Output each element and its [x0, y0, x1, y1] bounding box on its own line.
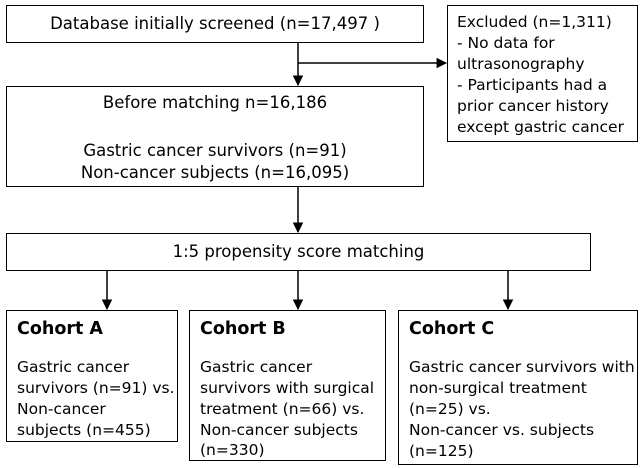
matching-text: 1:5 propensity score matching: [172, 242, 425, 261]
cohort-c-line: Gastric cancer survivors with: [409, 358, 635, 376]
cohort-b-box: Cohort B Gastric cancer survivors with s…: [189, 310, 386, 461]
cohort-c-line: (n=25) vs.: [409, 400, 491, 418]
cohort-b-line: (n=330): [200, 441, 265, 459]
cohort-c-box: Cohort C Gastric cancer survivors with n…: [398, 310, 638, 465]
cohort-c-line: (n=125): [409, 442, 474, 460]
matching-box: 1:5 propensity score matching: [6, 233, 591, 271]
database-text: Database initially screened (n=17,497 ): [50, 14, 380, 33]
excluded-title: Excluded (n=1,311): [457, 13, 612, 31]
before-matching-title: Before matching n=16,186: [102, 93, 328, 112]
cohort-b-line: Gastric cancer: [200, 358, 313, 376]
cohort-b-line: Non-cancer subjects: [200, 421, 358, 439]
cohort-b-line: survivors with surgical: [200, 379, 375, 397]
cohort-c-title: Cohort C: [409, 319, 495, 339]
cohort-a-box: Cohort A Gastric cancer survivors (n=91)…: [6, 310, 178, 442]
cohort-b-title: Cohort B: [200, 319, 286, 339]
excluded-line: - No data for: [457, 34, 555, 52]
before-matching-box: Before matching n=16,186 Gastric cancer …: [6, 86, 424, 187]
cohort-b-line: treatment (n=66) vs.: [200, 400, 365, 418]
excluded-line: prior cancer history: [457, 97, 609, 115]
cohort-c-line: Non-cancer vs. subjects: [409, 421, 595, 439]
cohort-a-title: Cohort A: [17, 319, 103, 339]
cohort-a-line: subjects (n=455): [17, 421, 151, 439]
cohort-c-line: non-surgical treatment: [409, 379, 587, 397]
non-cancer-count: Non-cancer subjects (n=16,095): [80, 163, 350, 182]
excluded-line: - Participants had a: [457, 76, 608, 94]
cohort-a-line: Non-cancer: [17, 400, 106, 418]
gastric-survivors-count: Gastric cancer survivors (n=91): [83, 141, 347, 160]
cohort-a-line: survivors (n=91) vs.: [17, 379, 175, 397]
database-box: Database initially screened (n=17,497 ): [6, 5, 424, 43]
excluded-line: except gastric cancer: [457, 118, 624, 136]
cohort-a-line: Gastric cancer: [17, 358, 130, 376]
excluded-line: ultrasonography: [457, 55, 585, 73]
excluded-box: Excluded (n=1,311) - No data for ultraso…: [447, 5, 638, 142]
